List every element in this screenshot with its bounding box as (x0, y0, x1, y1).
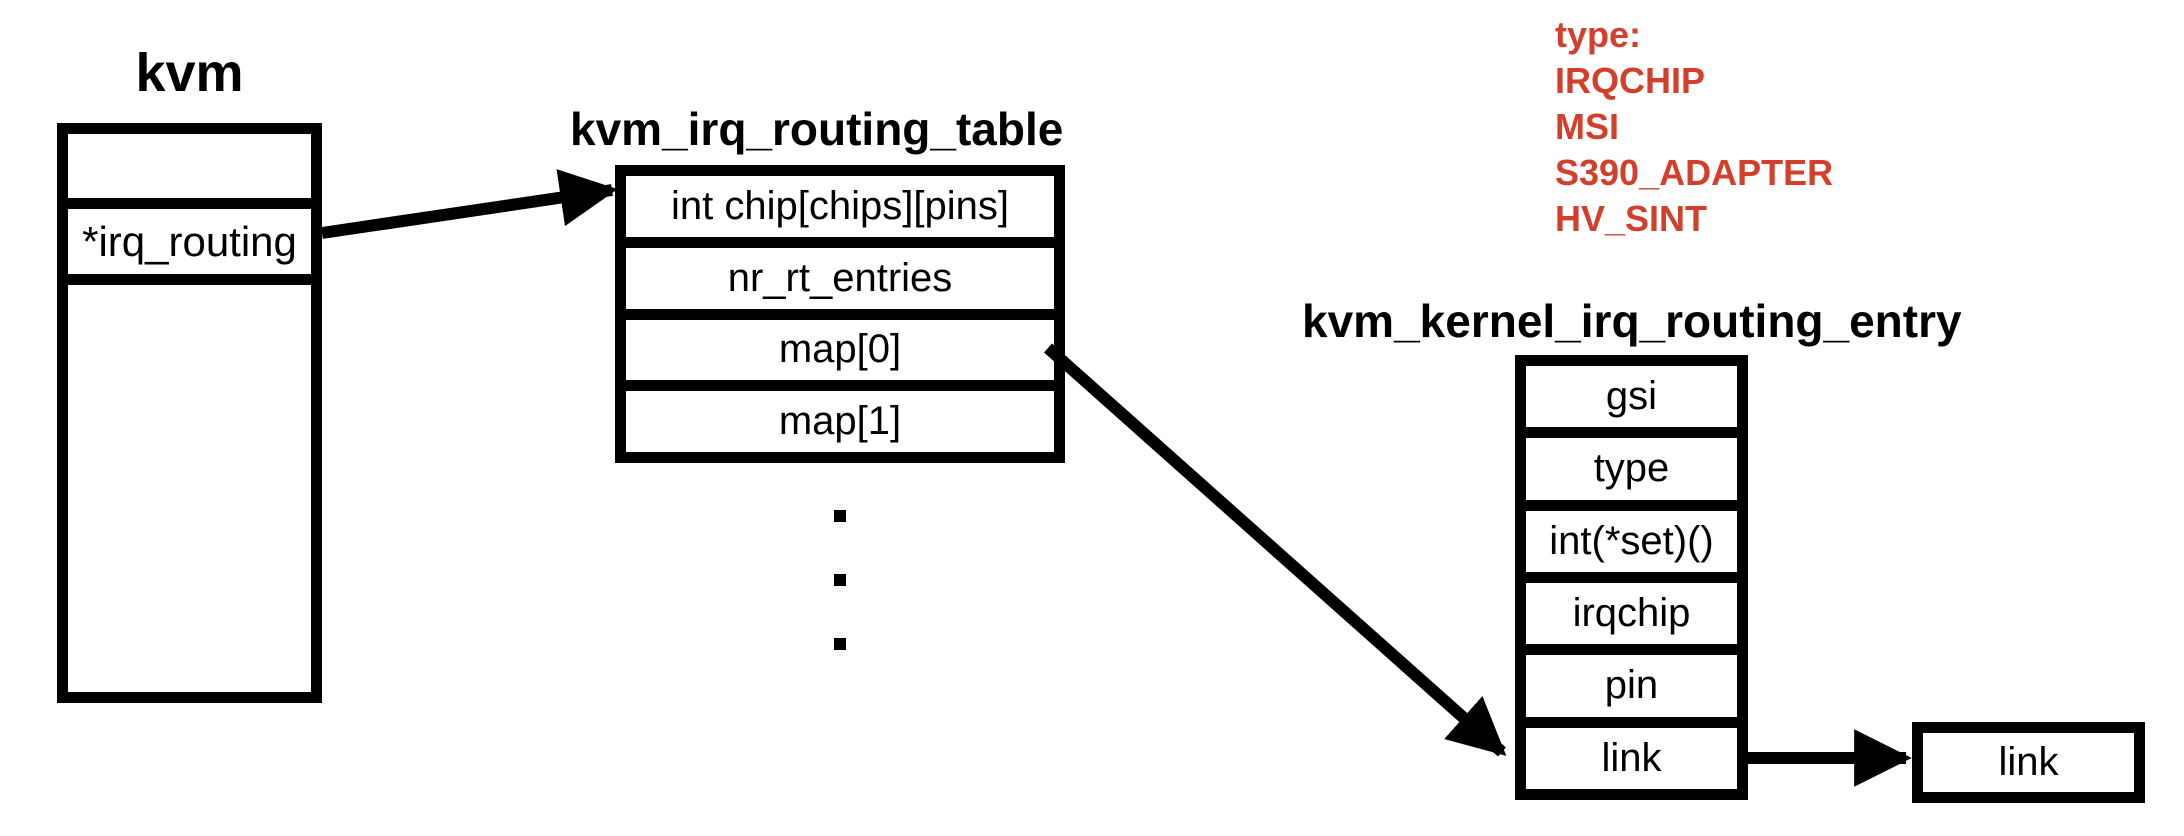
routing-entry-title: kvm_kernel_irq_routing_entry (1302, 295, 1962, 347)
routing-table-row-chip: int chip[chips][pins] (626, 176, 1054, 248)
type-legend-item-msi: MSI (1555, 106, 1620, 147)
ellipsis-dot (834, 510, 846, 522)
type-legend: type: IRQCHIP MSI S390_ADAPTER HV_SINT (1555, 12, 1833, 242)
kvm-row-irq-routing: *irq_routing (68, 209, 311, 285)
ellipsis-dot (834, 638, 846, 650)
ellipsis-dot (834, 574, 846, 586)
routing-entry-row-set: int(*set)() (1526, 511, 1737, 583)
type-legend-heading: type: (1555, 14, 1642, 55)
kvm-row-empty-top (68, 134, 311, 209)
routing-table-row-map1: map[1] (778, 399, 902, 444)
kvm-row-empty-bottom (68, 285, 311, 692)
routing-entry-row-irqchip: irqchip (1526, 583, 1737, 656)
kvm-struct-box: *irq_routing (57, 123, 322, 703)
routing-table-row-map0: map[0] (626, 320, 1054, 392)
type-legend-item-s390-adapter: S390_ADAPTER (1555, 152, 1834, 193)
arrow-map0-to-entry-link (1044, 343, 1507, 757)
routing-entry-row-type: type (1526, 438, 1737, 511)
link-box-label: link (1998, 740, 2059, 784)
routing-table-row-nr-rt-entries: nr_rt_entries (626, 248, 1054, 320)
routing-table-title: kvm_irq_routing_table (570, 103, 1064, 155)
link-box: link (1912, 722, 2145, 803)
kvm-struct-title: kvm (135, 43, 244, 103)
routing-entry-box: gsi type int(*set)() irqchip pin link (1515, 355, 1748, 800)
type-legend-item-hv-sint: HV_SINT (1555, 198, 1708, 239)
routing-entry-row-gsi: gsi (1526, 366, 1737, 439)
arrow-irq-routing-to-table (321, 169, 618, 239)
routing-table-box: int chip[chips][pins] nr_rt_entries map[… (615, 165, 1065, 463)
routing-entry-row-pin: pin (1526, 655, 1737, 728)
type-legend-item-irqchip: IRQCHIP (1555, 60, 1706, 101)
routing-entry-row-link: link (1601, 735, 1662, 780)
